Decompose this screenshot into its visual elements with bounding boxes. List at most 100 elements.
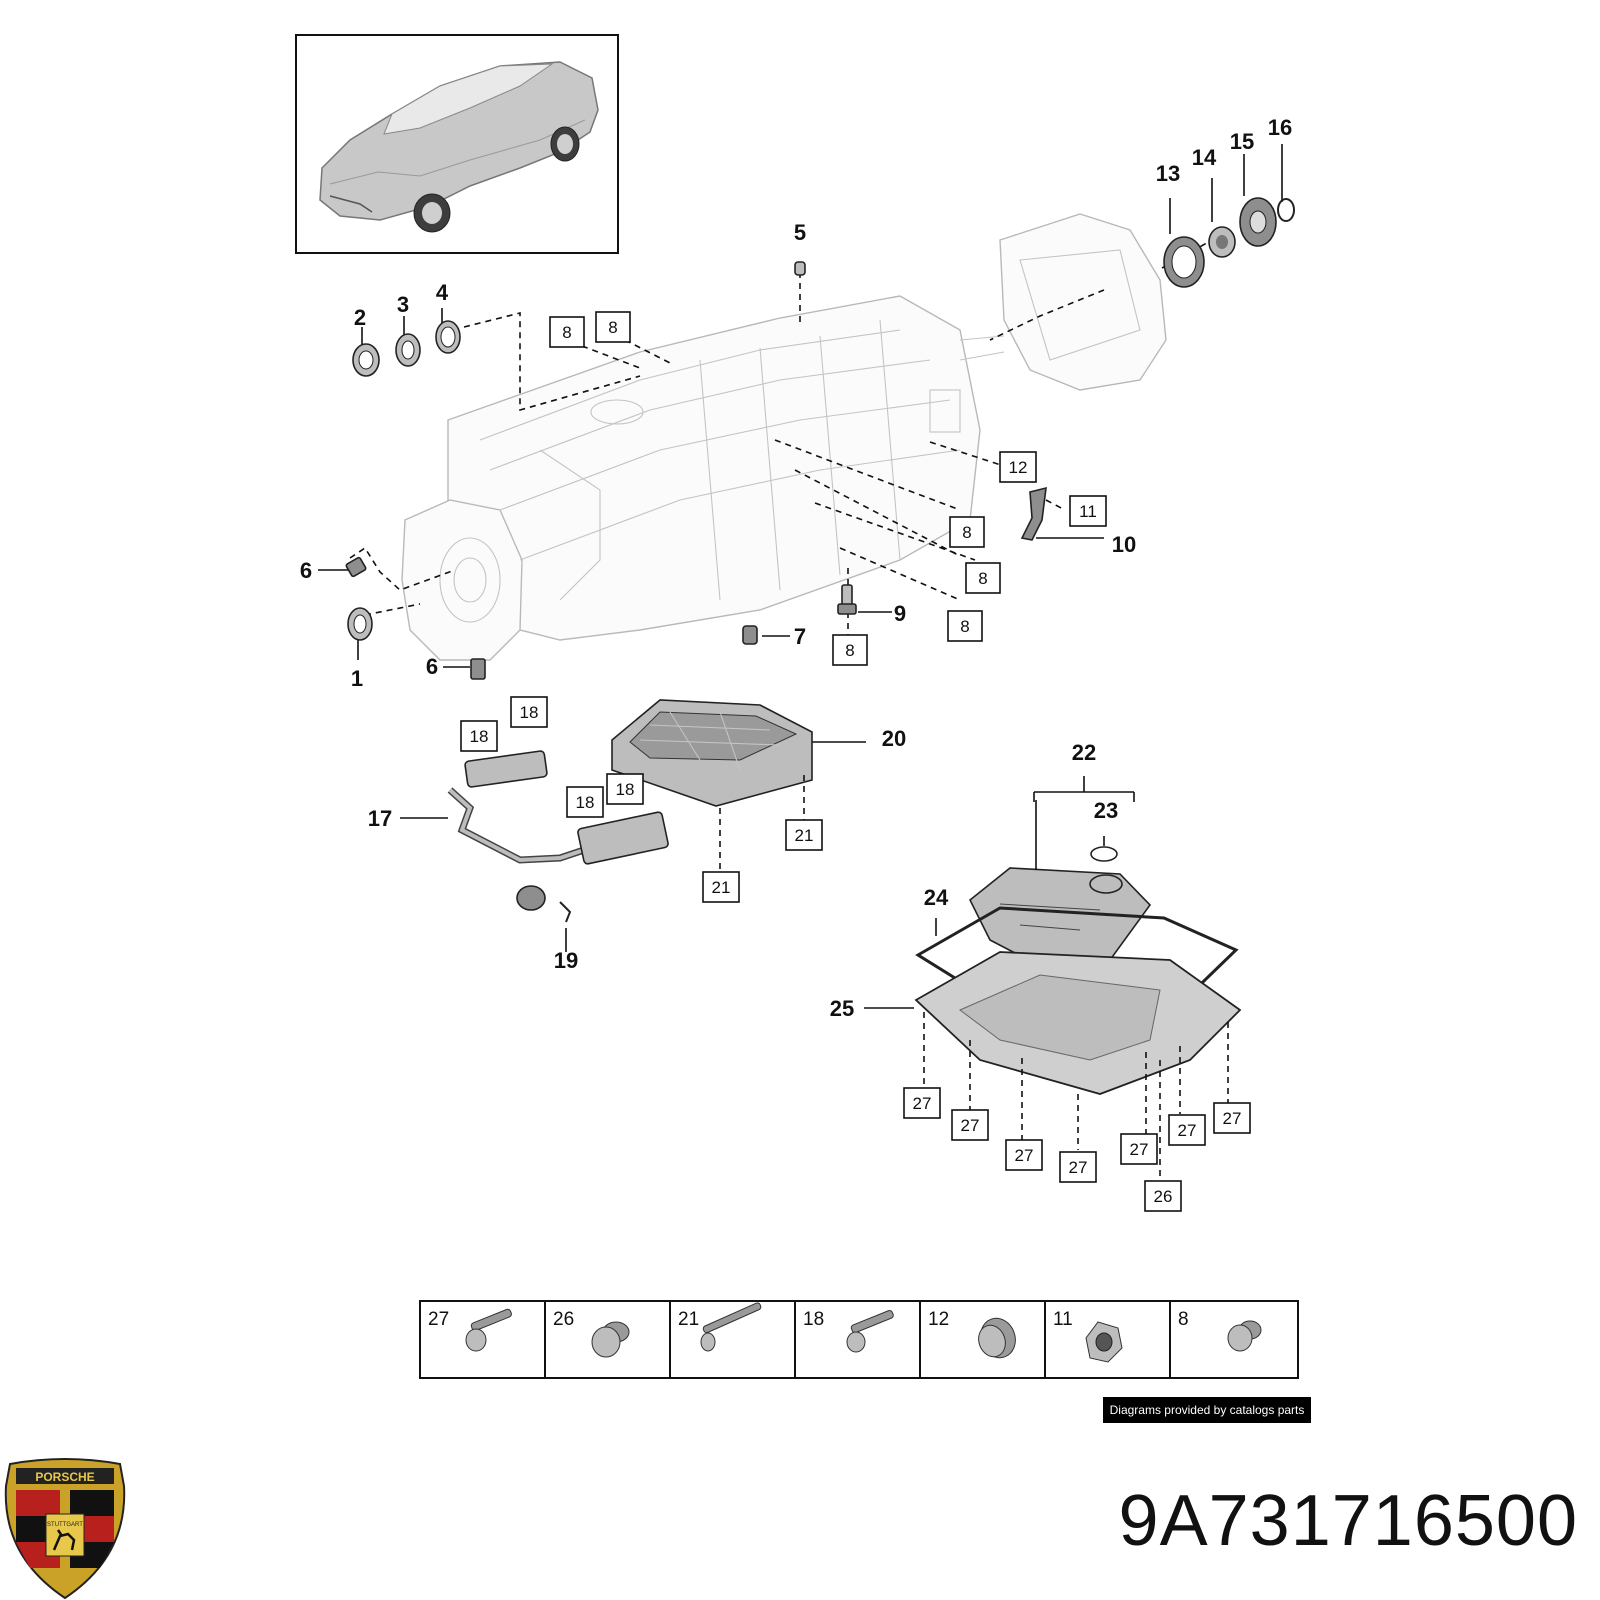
box-ref-21: 21 (785, 819, 823, 851)
table-ref: 27 (428, 1309, 449, 1330)
filter-22 (968, 867, 1152, 967)
svg-text:8: 8 (608, 318, 617, 337)
callout-3: 3 (397, 292, 409, 317)
svg-text:18: 18 (520, 703, 539, 722)
box-ref-12: 12 (999, 451, 1037, 483)
circlip-16 (1277, 198, 1295, 222)
sensor-6b (470, 658, 486, 680)
box-ref-8: 8 (832, 634, 868, 666)
box-ref-27: 27 (1168, 1114, 1206, 1146)
box-ref-27: 27 (903, 1087, 941, 1119)
svg-text:8: 8 (845, 641, 854, 660)
callout-9: 9 (894, 601, 906, 626)
callout-1: 1 (351, 666, 363, 691)
svg-text:27: 27 (1223, 1109, 1242, 1128)
svg-text:27: 27 (1178, 1121, 1197, 1140)
seal-13 (1163, 236, 1205, 288)
boxed-references: 8 8 12 11 8 8 8 8 18 18 18 18 21 21 27 2… (460, 311, 1251, 1212)
callout-22: 22 (1072, 740, 1096, 765)
sensor-6a (345, 556, 367, 578)
bracket-10 (1020, 486, 1047, 541)
svg-text:27: 27 (913, 1094, 932, 1113)
brand-crest-logo: PORSCHE STUTTGART (4, 1458, 126, 1600)
box-ref-26: 26 (1144, 1180, 1182, 1212)
table-ref: 21 (678, 1309, 699, 1330)
box-ref-27: 27 (1120, 1133, 1158, 1165)
callout-6: 6 (426, 654, 438, 679)
box-ref-11: 11 (1069, 495, 1107, 527)
box-ref-18: 18 (566, 786, 604, 818)
bolt-9 (837, 584, 857, 615)
box-ref-18: 18 (460, 720, 498, 752)
svg-text:21: 21 (712, 878, 731, 897)
callout-10: 10 (1112, 532, 1136, 557)
svg-text:27: 27 (961, 1116, 980, 1135)
callout-19: 19 (554, 948, 578, 973)
callout-15: 15 (1230, 129, 1254, 154)
svg-text:8: 8 (978, 569, 987, 588)
nut-icon (978, 1317, 1016, 1359)
callout-4: 4 (436, 280, 449, 305)
hex-nut-icon (1085, 1321, 1123, 1363)
svg-text:18: 18 (470, 727, 489, 746)
gear-ring-3 (395, 333, 421, 367)
box-ref-8: 8 (595, 311, 631, 343)
seal-ring-4 (435, 320, 461, 354)
callout-6: 6 (300, 558, 312, 583)
table-ref: 12 (928, 1309, 949, 1330)
svg-text:STUTTGART: STUTTGART (47, 1522, 83, 1528)
plug-screw-icon (1227, 1320, 1262, 1352)
callout-16: 16 (1268, 115, 1292, 140)
vehicle-thumbnail (295, 34, 619, 254)
wiring-harness-17 (400, 750, 669, 952)
seal-ring-2 (352, 343, 380, 377)
callout-25: 25 (830, 996, 854, 1021)
car-illustration (319, 61, 599, 233)
box-ref-27: 27 (951, 1109, 989, 1141)
box-ref-8: 8 (549, 316, 585, 348)
transmission-housing-ghost (401, 213, 1167, 661)
callout-14: 14 (1192, 145, 1217, 170)
box-ref-27: 27 (1213, 1102, 1251, 1134)
oil-pan-assembly (864, 776, 1242, 1186)
flange-15 (1239, 197, 1277, 247)
table-ref: 18 (803, 1309, 824, 1330)
box-ref-8: 8 (965, 562, 1001, 594)
svg-text:27: 27 (1130, 1140, 1149, 1159)
valve-body-20 (611, 699, 866, 874)
svg-text:27: 27 (1069, 1158, 1088, 1177)
breather-cap-5 (794, 261, 806, 276)
fastener-table: 27 26 21 18 12 11 8 (419, 1300, 1299, 1379)
box-ref-27: 27 (1005, 1139, 1043, 1171)
diagram-credit: Diagrams provided by catalogs parts (1103, 1397, 1311, 1423)
callout-7: 7 (794, 624, 806, 649)
svg-text:11: 11 (1079, 502, 1097, 521)
svg-text:8: 8 (562, 323, 571, 342)
table-ref: 8 (1178, 1309, 1189, 1330)
callout-2: 2 (354, 305, 366, 330)
plug-screw-icon (591, 1321, 630, 1358)
svg-text:18: 18 (576, 793, 595, 812)
callout-20: 20 (882, 726, 906, 751)
callout-13: 13 (1156, 161, 1180, 186)
part-number: 9A731716500 (1118, 1481, 1578, 1561)
box-ref-18: 18 (606, 773, 644, 805)
callout-17: 17 (368, 806, 392, 831)
callout-24: 24 (924, 885, 949, 910)
svg-text:18: 18 (616, 780, 635, 799)
svg-text:PORSCHE: PORSCHE (35, 1470, 94, 1484)
small-parts-top (345, 197, 1295, 680)
svg-text:8: 8 (962, 523, 971, 542)
long-bolt-icon (700, 1302, 762, 1352)
box-ref-21: 21 (702, 871, 740, 903)
callout-numbers: 5 2 3 4 13 14 15 16 10 6 9 7 6 1 20 22 2… (300, 115, 1292, 1021)
pan-25 (914, 951, 1242, 1095)
seal-ring-1 (347, 607, 373, 641)
svg-text:8: 8 (960, 617, 969, 636)
box-ref-18: 18 (510, 696, 548, 728)
svg-text:12: 12 (1009, 458, 1028, 477)
flange-bolt-icon (846, 1310, 894, 1353)
bushing-14 (1208, 226, 1236, 258)
callout-23: 23 (1094, 798, 1118, 823)
